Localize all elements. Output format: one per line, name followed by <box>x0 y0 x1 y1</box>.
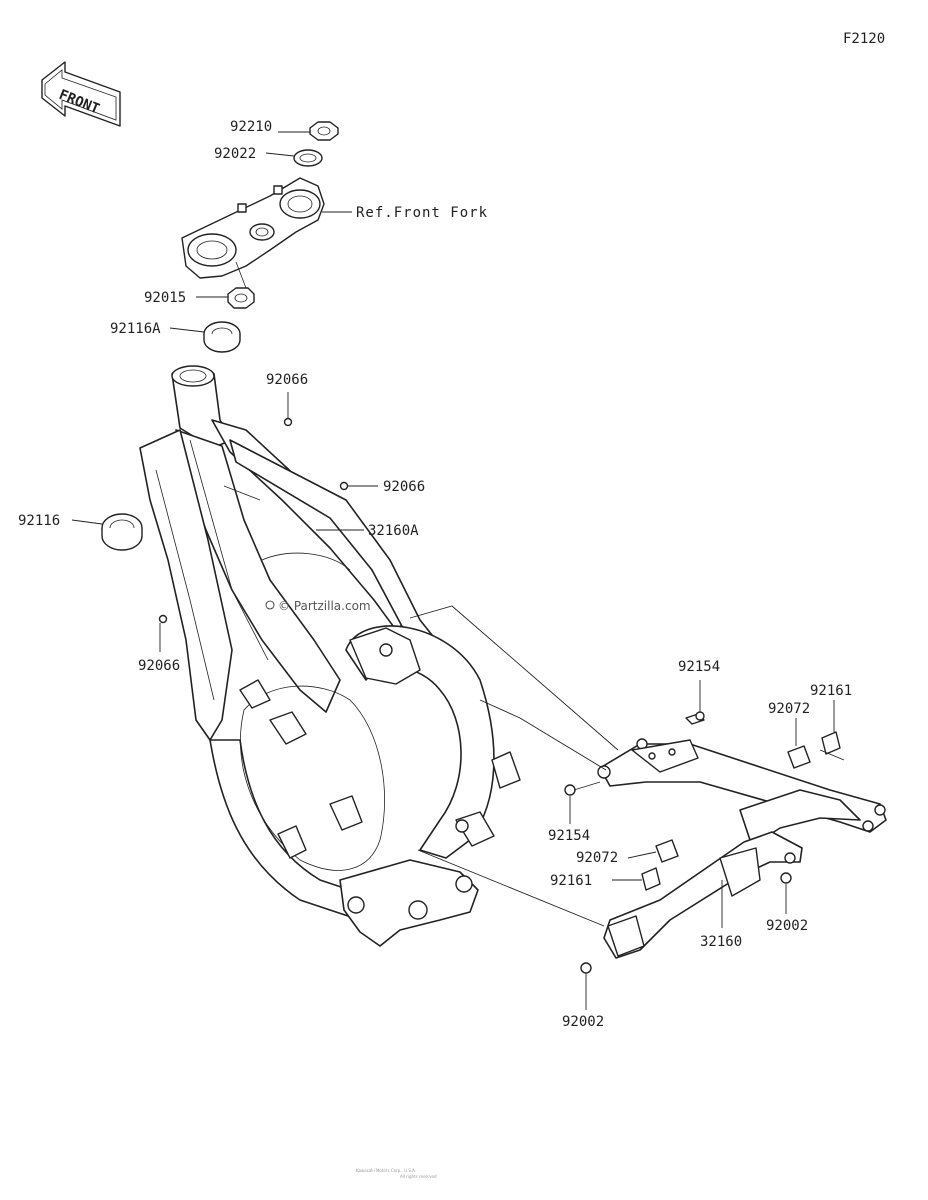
label-92154-b: 92154 <box>548 828 590 844</box>
bolt-92066-a <box>283 417 293 427</box>
damper-92072-b <box>655 839 679 863</box>
stem-lower-nut-part <box>227 287 255 309</box>
label-92066-c: 92066 <box>138 658 180 674</box>
front-arrow-icon: FRONT <box>41 61 121 127</box>
damper-92072-a <box>787 745 811 769</box>
bolt-92002-a <box>580 962 592 974</box>
label-92154-a: 92154 <box>678 659 720 675</box>
lower-bearing-part <box>101 513 143 551</box>
label-92015: 92015 <box>144 290 186 306</box>
label-92066-b: 92066 <box>383 479 425 495</box>
footer-line-1: Kawasaki Motors Corp., U.S.A. <box>356 1168 416 1173</box>
footer-line-2: All rights reserved <box>400 1174 437 1179</box>
assembly-lines <box>409 605 845 927</box>
label-92072-a: 92072 <box>768 701 810 717</box>
label-92116: 92116 <box>18 513 60 529</box>
collar-92161-a <box>821 731 841 755</box>
bolt-92066-b <box>339 481 349 491</box>
stem-washer-part <box>293 149 323 167</box>
ref-front-fork-label: Ref.Front Fork <box>356 205 488 221</box>
bolt-92154-a <box>685 711 705 725</box>
label-32160A: 32160A <box>368 523 419 539</box>
main-frame-part <box>139 365 521 947</box>
label-92002-b: 92002 <box>562 1014 604 1030</box>
leader-lines <box>71 131 835 1010</box>
label-92161-a: 92161 <box>810 683 852 699</box>
label-92002-a: 92002 <box>766 918 808 934</box>
bolt-92154-b <box>564 781 601 796</box>
stem-nut-part <box>309 121 339 141</box>
copyright-icon <box>265 600 275 610</box>
label-92072-b: 92072 <box>576 850 618 866</box>
upper-bearing-part <box>203 321 241 353</box>
rear-subframe-part <box>597 738 887 959</box>
collar-92161-b <box>641 867 661 891</box>
bolt-92066-c <box>158 614 168 624</box>
label-92161-b: 92161 <box>550 873 592 889</box>
label-92066-a: 92066 <box>266 372 308 388</box>
watermark-text: © Partzilla.com <box>278 599 371 613</box>
label-92210: 92210 <box>230 119 272 135</box>
bolt-92002-b <box>780 872 792 884</box>
diagram-code: F2120 <box>843 31 885 47</box>
label-32160: 32160 <box>700 934 742 950</box>
steering-stem-part <box>181 177 325 289</box>
label-92116A: 92116A <box>110 321 161 337</box>
label-92022: 92022 <box>214 146 256 162</box>
